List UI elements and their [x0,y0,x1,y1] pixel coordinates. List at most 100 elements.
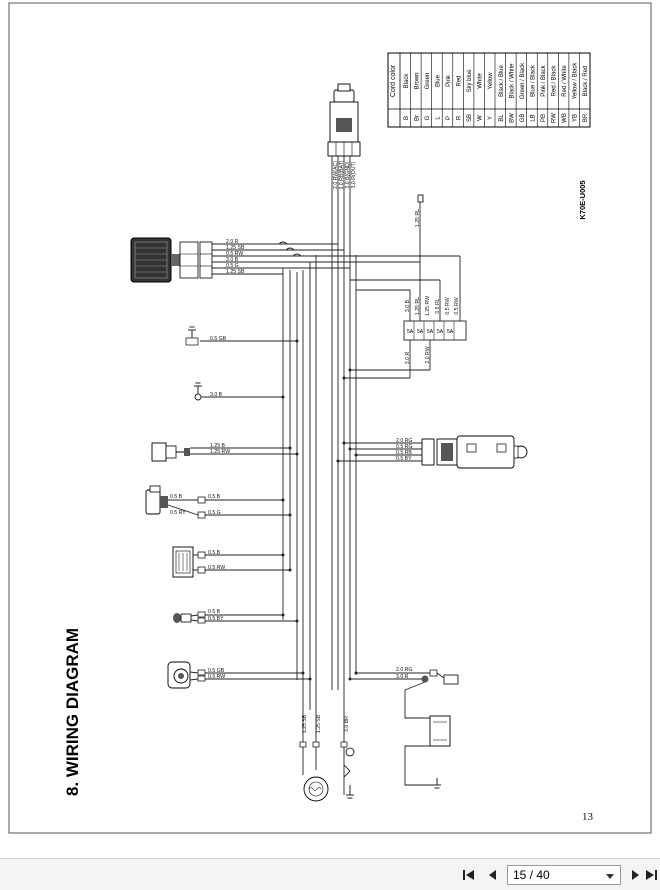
ignition-coil [151,442,190,462]
color-code-cell: RW [552,113,558,123]
pickup-coil [167,661,206,689]
svg-text:5A: 5A [407,329,414,335]
wire-label: 0.5 RB [396,450,412,456]
color-name-cell: Red [457,75,463,86]
wire-label: 1.25 SB [316,714,322,733]
svg-text:5A: 5A [447,329,454,335]
wire-label: 2.0 R [226,239,239,245]
color-name-cell: Pink / Black [541,64,547,96]
document-code: K70E-U005 [578,180,587,219]
fuse-box: 5A 5A 5A 5A 5A [403,320,467,341]
wire-label: 2.0 RG [396,438,412,444]
previous-page-button[interactable] [482,865,504,885]
color-name-cell: Yellow / Black [573,62,579,100]
color-code-cell: W [478,115,484,121]
wire-label: 3.0 B(GND) [345,161,351,188]
color-code-cell: GB [520,114,526,123]
wire-label: 0.5 GB [210,336,227,342]
color-code-cell: Br [414,115,420,121]
wire-label: 1.25 B [210,443,226,449]
viewer-toolbar: 15 / 40 [0,858,660,890]
wire-label: 3.0 B [210,392,223,398]
color-code-cell: BW [509,113,515,123]
wire-label: 0.5 G [208,510,221,516]
wire-label: 3.0 R [396,674,409,680]
previous-page-icon [489,870,496,880]
wire-label: 1.25 RL [415,297,421,315]
wire-label: 3.0 B [226,257,239,263]
last-page-button[interactable] [640,865,660,885]
wire-label: 1.25 SB [226,269,245,275]
wiring-diagram: Cord color BlackBBrownBrGreenGBlueLPinkP… [8,2,652,834]
wire-label: 0.5 BY [208,616,224,622]
color-code-cell: YB [573,114,579,122]
next-page-icon [632,870,639,880]
color-code-cell: SB [467,114,473,122]
wire-label: 0.5 GB [208,668,225,674]
color-name-cell: Sky blue [467,69,473,93]
color-name-cell: Green / Black [520,62,526,99]
wire-label: 1.25 SB [226,245,245,251]
wire-labels: 2.0 R 1.25 SB 0.5 RW 3.0 B 0.5 G 1.25 SB… [170,160,460,733]
wire-label: 0.5 B [208,550,221,556]
chevron-down-icon [606,874,614,879]
color-name-cell: Black [404,73,410,89]
wire-label: 0.5 B [170,494,183,500]
color-name-cell: Pink [446,74,452,87]
wire-label: 2.0 RG [396,667,412,673]
page-border [8,2,652,834]
color-code-cell: WB [562,113,568,123]
next-page-button[interactable] [624,865,646,885]
color-name-cell: Black / Blue [499,64,505,96]
color-code-cell: PB [541,114,547,122]
color-name-cell: Red / White [562,65,568,97]
color-code-cell: P [446,116,452,120]
page-selector[interactable]: 15 / 40 [507,865,621,885]
wire-label: 0.5 RW [208,565,225,571]
first-page-icon [463,870,474,880]
color-code-cell: BR [583,113,589,122]
relay-connector [417,194,424,203]
wire-label: 2.0 RW(AC) [333,161,339,189]
first-page-button[interactable] [458,865,480,885]
wire-label: 0.5 RY [170,510,186,516]
regulator-rectifier [130,237,213,283]
color-name-cell: Blue / Black [530,64,536,97]
color-name-cell: Yellow [488,72,494,90]
wire-label: 3.0 BR [344,716,350,732]
wire-label: 2.0 RW [425,346,431,363]
sensor-component-1 [145,485,206,519]
cdi-unit [172,546,206,578]
wire-label: 3.0 R [405,352,411,365]
bottom-sensor [340,741,355,799]
ground-terminal-1 [185,326,199,346]
page-number: 13 [582,811,593,823]
diagram-title: 8. WIRING DIAGRAM [63,628,82,796]
handlebar-switch [421,435,528,469]
last-page-icon [646,870,657,880]
wire-label: 1.25 SB [302,714,308,733]
svg-text:5A: 5A [417,329,424,335]
wire-label: 3.0 R(OUT) [351,161,357,188]
wire-label: 0.5 RW [445,297,451,314]
color-code-cell: R [457,115,463,120]
color-name-cell: Red / Black [552,65,558,97]
color-code-cell: B [404,116,410,120]
color-code-cell: L [435,116,441,120]
color-name-cell: White [478,73,484,89]
wire-label: 0.5 RW [454,297,460,314]
wire-label: 3.0 RB(BAT) [339,160,345,189]
color-code-cell: LB [530,114,536,121]
wire-label: 0.5 RW [208,674,225,680]
wire-label: 0.5 RW [226,251,243,257]
wire-label: 0.5 RL [435,298,441,313]
wire-label: 0.5 BY [396,456,412,462]
wire-label: 0.5 G [226,263,239,269]
color-table: Cord color BlackBBrownBrGreenGBlueLPinkP… [387,52,591,128]
wire-label: 1.25 RL [415,209,421,227]
color-code-cell: G [425,115,431,120]
svg-text:5A: 5A [437,329,444,335]
color-name-cell: Brown [414,72,420,89]
color-name-cell: Black / White [509,63,515,99]
